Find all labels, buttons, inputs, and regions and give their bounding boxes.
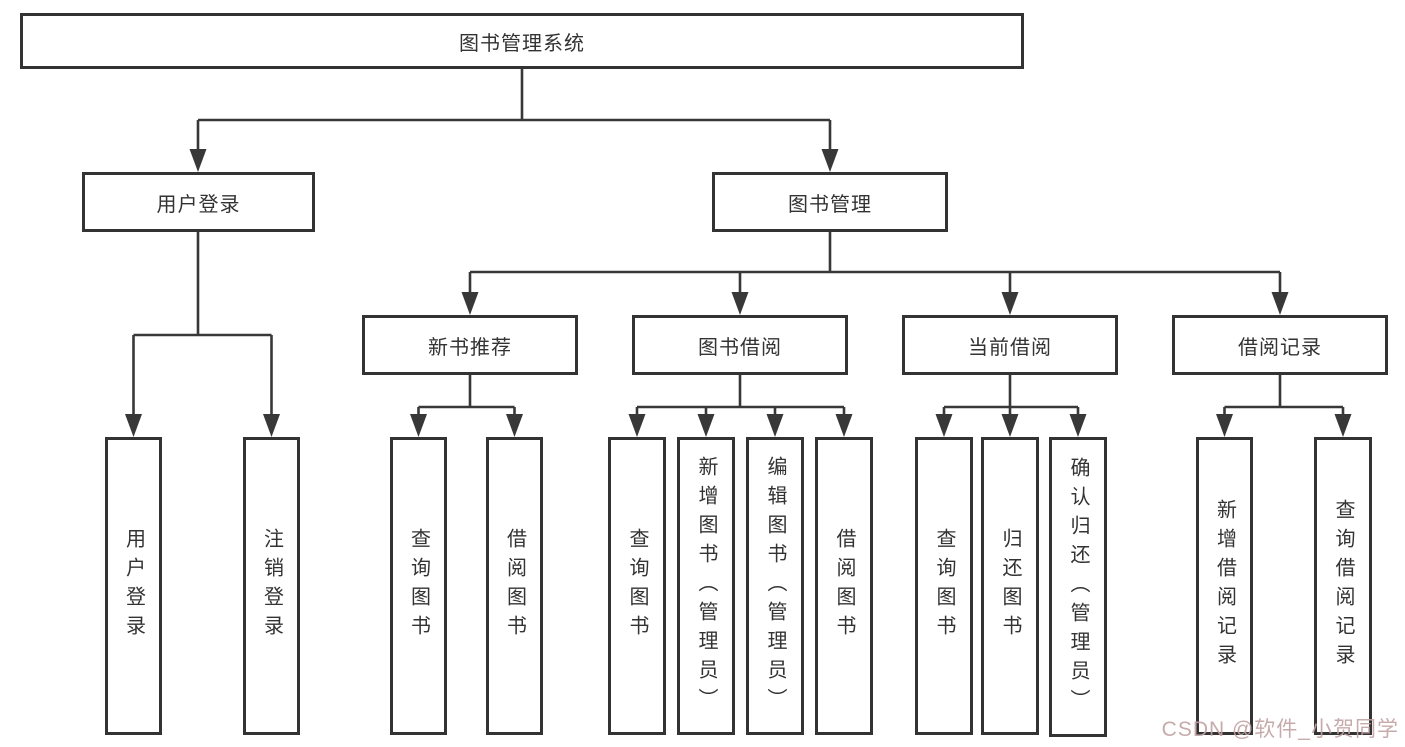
leaf-add-borrow-record: 新增借阅记录 [1196, 437, 1253, 735]
leaf-edit-books-admin-label: 编辑图书（管理员） [764, 455, 786, 717]
node-book-borrow-label: 图书借阅 [698, 336, 782, 359]
node-library-system-root-label: 图书管理系统 [459, 32, 585, 55]
leaf-current-query-books: 查询图书 [915, 437, 973, 735]
leaf-confirm-return-admin: 确认归还（管理员） [1049, 437, 1107, 737]
leaf-confirm-return-admin-label: 确认归还（管理员） [1067, 456, 1089, 718]
node-current-borrow-label: 当前借阅 [968, 336, 1052, 359]
leaf-return-books: 归还图书 [981, 437, 1039, 735]
leaf-recommend-borrow-books-label: 借阅图书 [503, 528, 526, 644]
leaf-logout-label: 注销登录 [260, 528, 283, 644]
leaf-recommend-query-books: 查询图书 [390, 437, 447, 735]
leaf-add-books-admin-label: 新增图书（管理员） [695, 455, 717, 717]
node-borrow-records-label: 借阅记录 [1238, 336, 1322, 359]
leaf-edit-books-admin: 编辑图书（管理员） [746, 437, 804, 735]
leaf-logout: 注销登录 [243, 437, 300, 735]
node-current-borrow: 当前借阅 [902, 315, 1118, 375]
leaf-borrow-query-books-label: 查询图书 [626, 528, 648, 644]
leaf-query-borrow-record: 查询借阅记录 [1314, 437, 1372, 735]
node-new-book-recommend: 新书推荐 [362, 315, 578, 375]
leaf-user-login-label: 用户登录 [122, 528, 145, 644]
node-new-book-recommend-label: 新书推荐 [428, 336, 512, 359]
node-borrow-records: 借阅记录 [1172, 315, 1388, 375]
node-book-management: 图书管理 [712, 172, 948, 232]
leaf-return-books-label: 归还图书 [999, 528, 1021, 644]
node-book-borrow: 图书借阅 [632, 315, 848, 375]
arrowhead-icons [125, 149, 1352, 437]
node-library-system-root: 图书管理系统 [20, 13, 1024, 69]
leaf-add-borrow-record-label: 新增借阅记录 [1213, 499, 1236, 673]
leaf-current-query-books-label: 查询图书 [933, 528, 955, 644]
leaf-recommend-borrow-books: 借阅图书 [486, 437, 543, 735]
leaf-user-login: 用户登录 [105, 437, 162, 735]
node-book-management-label: 图书管理 [788, 193, 872, 216]
leaf-recommend-query-books-label: 查询图书 [407, 528, 430, 644]
node-user-login-label: 用户登录 [156, 193, 241, 216]
leaf-add-books-admin: 新增图书（管理员） [677, 437, 735, 735]
leaf-query-borrow-record-label: 查询借阅记录 [1332, 499, 1354, 673]
node-user-login: 用户登录 [82, 172, 315, 232]
leaf-borrow-books: 借阅图书 [815, 437, 873, 735]
leaf-borrow-query-books: 查询图书 [608, 437, 666, 735]
leaf-borrow-books-label: 借阅图书 [833, 528, 855, 644]
csdn-watermark: CSDN @软件_小贺同学 [1161, 718, 1399, 741]
